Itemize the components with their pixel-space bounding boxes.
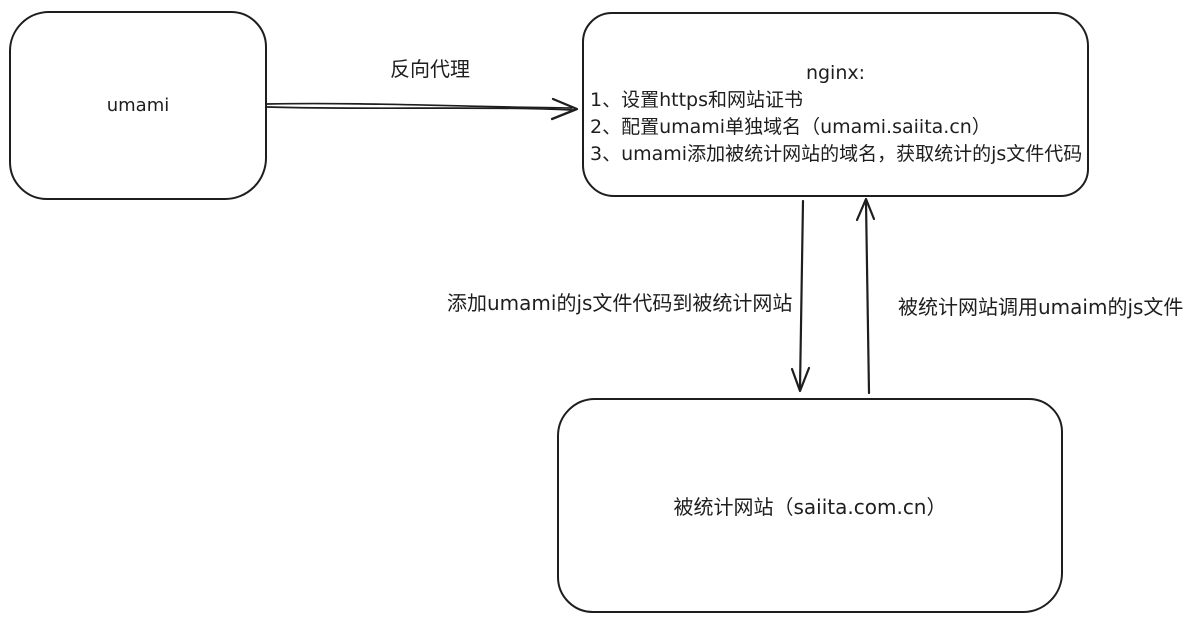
node-site[interactable]: 被统计网站（saiita.com.cn） <box>557 398 1063 613</box>
nginx-title: nginx: <box>805 62 866 84</box>
edge-label-reverse-proxy: 反向代理 <box>379 57 481 81</box>
node-nginx[interactable]: nginx: 1、设置https和网站证书 2、配置umami单独域名（umam… <box>582 12 1089 197</box>
nginx-step-3: 3、umami添加被统计网站的域名，获取统计的js文件代码 <box>590 143 1083 165</box>
node-nginx-text: nginx: 1、设置https和网站证书 2、配置umami单独域名（umam… <box>588 60 1083 168</box>
arrow-add-js[interactable] <box>790 199 811 393</box>
node-umami[interactable]: umami <box>9 11 267 200</box>
nginx-step-1: 1、设置https和网站证书 <box>590 89 803 111</box>
nginx-step-2: 2、配置umami单独域名（umami.saiita.cn） <box>590 116 991 138</box>
edge-label-call-js: 被统计网站调用umaim的js文件 <box>898 295 1189 319</box>
edge-label-add-js: 添加umami的js文件代码到被统计网站 <box>447 291 793 315</box>
node-site-label: 被统计网站（saiita.com.cn） <box>673 495 947 519</box>
node-umami-label: umami <box>106 95 170 116</box>
arrow-call-js[interactable] <box>855 197 876 395</box>
arrow-reverse-proxy[interactable] <box>266 97 579 121</box>
